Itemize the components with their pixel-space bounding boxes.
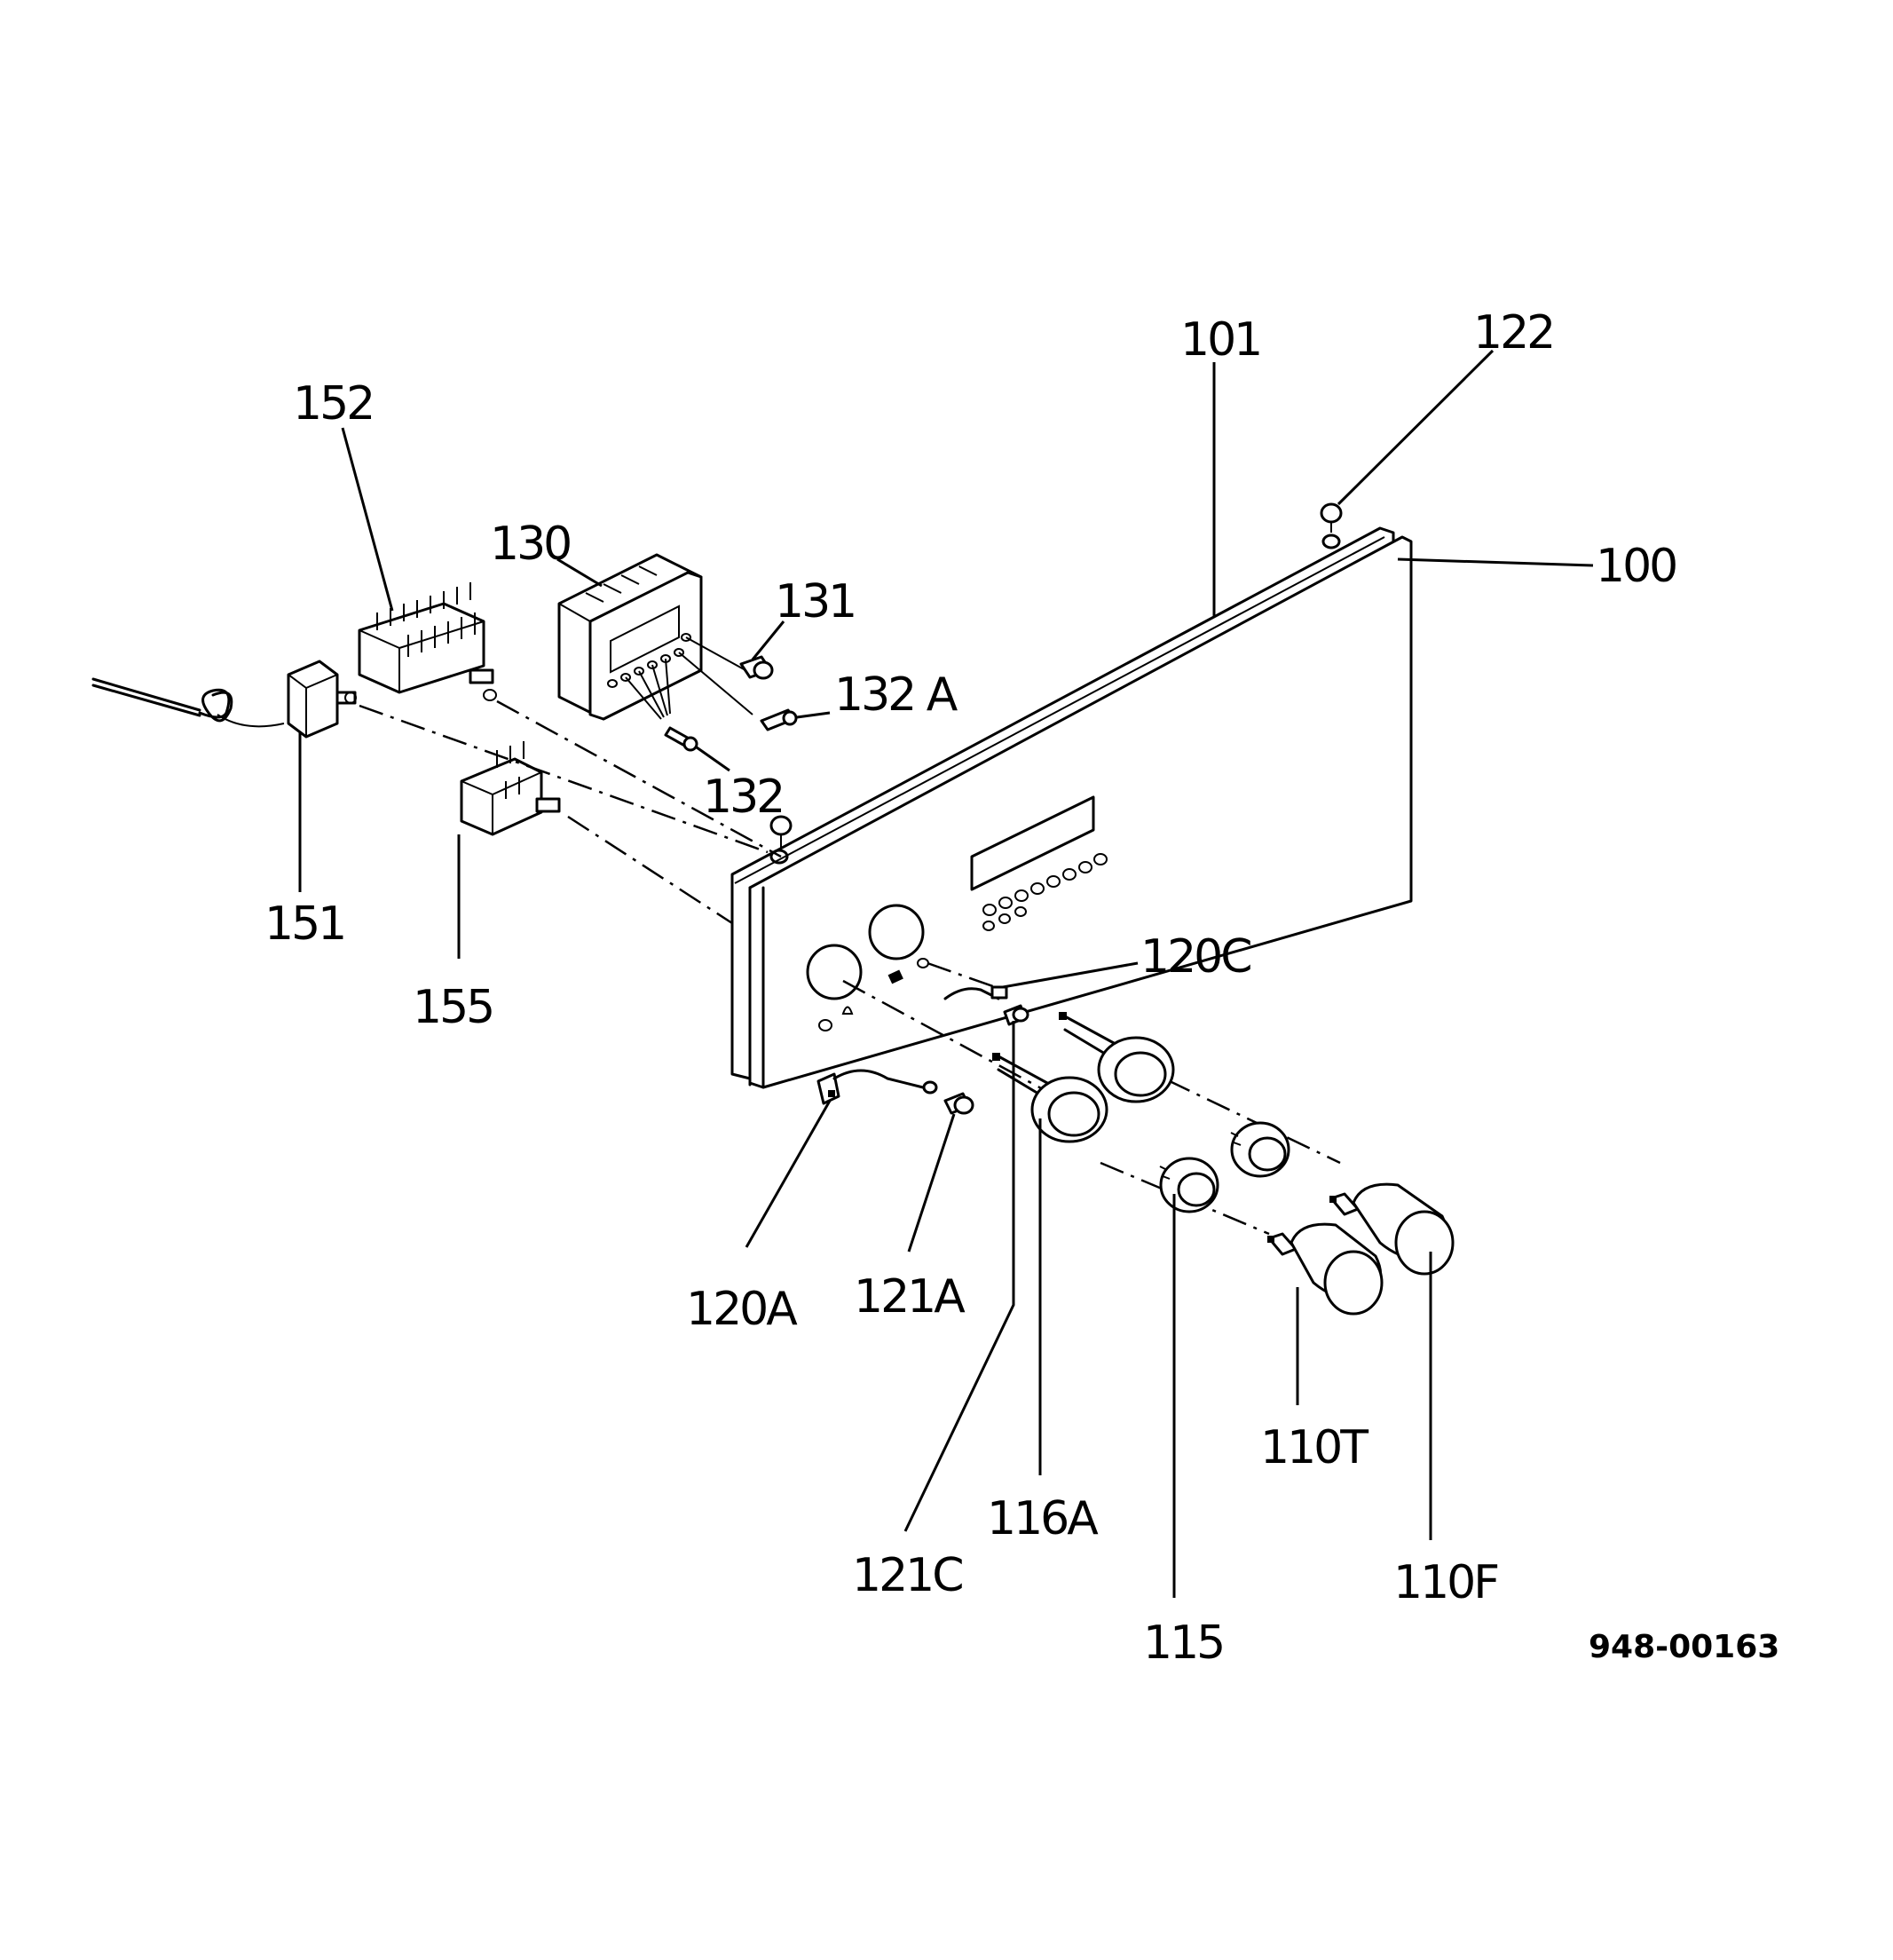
callout-110F: 110F: [1393, 1556, 1497, 1609]
callout-152: 152: [293, 377, 373, 431]
callout-labels: 100 101 122 152 130 131 132 A 132 151 15…: [264, 306, 1779, 1670]
callout-131: 131: [775, 575, 855, 628]
lamp-bulb-121A: [943, 1092, 974, 1115]
panel-buttons: [982, 853, 1108, 931]
panel-knob-hole-left: [806, 944, 863, 1000]
callout-130: 130: [490, 518, 570, 571]
callout-101: 101: [1180, 313, 1260, 367]
panel-display-window: [970, 795, 1095, 891]
callout-121C: 121C: [852, 1549, 962, 1602]
oven-knob-110T: [1267, 1222, 1384, 1316]
button-cap-132: [664, 726, 698, 752]
callout-120A: 120A: [686, 1283, 798, 1336]
callout-120C: 120C: [1140, 930, 1250, 984]
callout-155: 155: [413, 981, 493, 1034]
control-panel: [730, 502, 1413, 1089]
lamp-bulb-121C: [1003, 1004, 1029, 1026]
callout-122: 122: [1473, 306, 1553, 360]
knob-skirt-upper: [1230, 1121, 1290, 1178]
thermostat-part: [91, 660, 357, 739]
button-cap-132A: [760, 708, 798, 731]
callout-110T: 110T: [1260, 1421, 1368, 1474]
knob-skirt-lower: [1159, 1157, 1219, 1213]
leader-lines: [298, 349, 1594, 1598]
panel-screw-right: [1320, 502, 1343, 549]
callout-116A: 116A: [987, 1492, 1099, 1545]
terminal-block-part: [358, 582, 497, 701]
callout-121A: 121A: [854, 1270, 966, 1324]
indicator-lamp-120A: [816, 1069, 938, 1105]
button-cap-131: [739, 655, 774, 680]
panel-screw-left: [769, 815, 793, 865]
knob-bezel-lower: [992, 1053, 1108, 1143]
callout-100: 100: [1596, 540, 1676, 593]
knob-bezel-upper: [1059, 1012, 1175, 1103]
callout-132A: 132 A: [834, 668, 958, 722]
programmer-clock-part: [557, 553, 753, 721]
callout-151: 151: [264, 897, 344, 951]
panel-knob-hole-right: [868, 904, 925, 960]
selector-switch-part: [460, 741, 561, 836]
drawing-number: 948-00163: [1589, 1629, 1779, 1665]
callout-132: 132: [703, 771, 783, 824]
oven-knob-110F: [1329, 1182, 1455, 1276]
indicator-lamp-120C: [943, 985, 1008, 1000]
callout-115: 115: [1143, 1616, 1223, 1670]
